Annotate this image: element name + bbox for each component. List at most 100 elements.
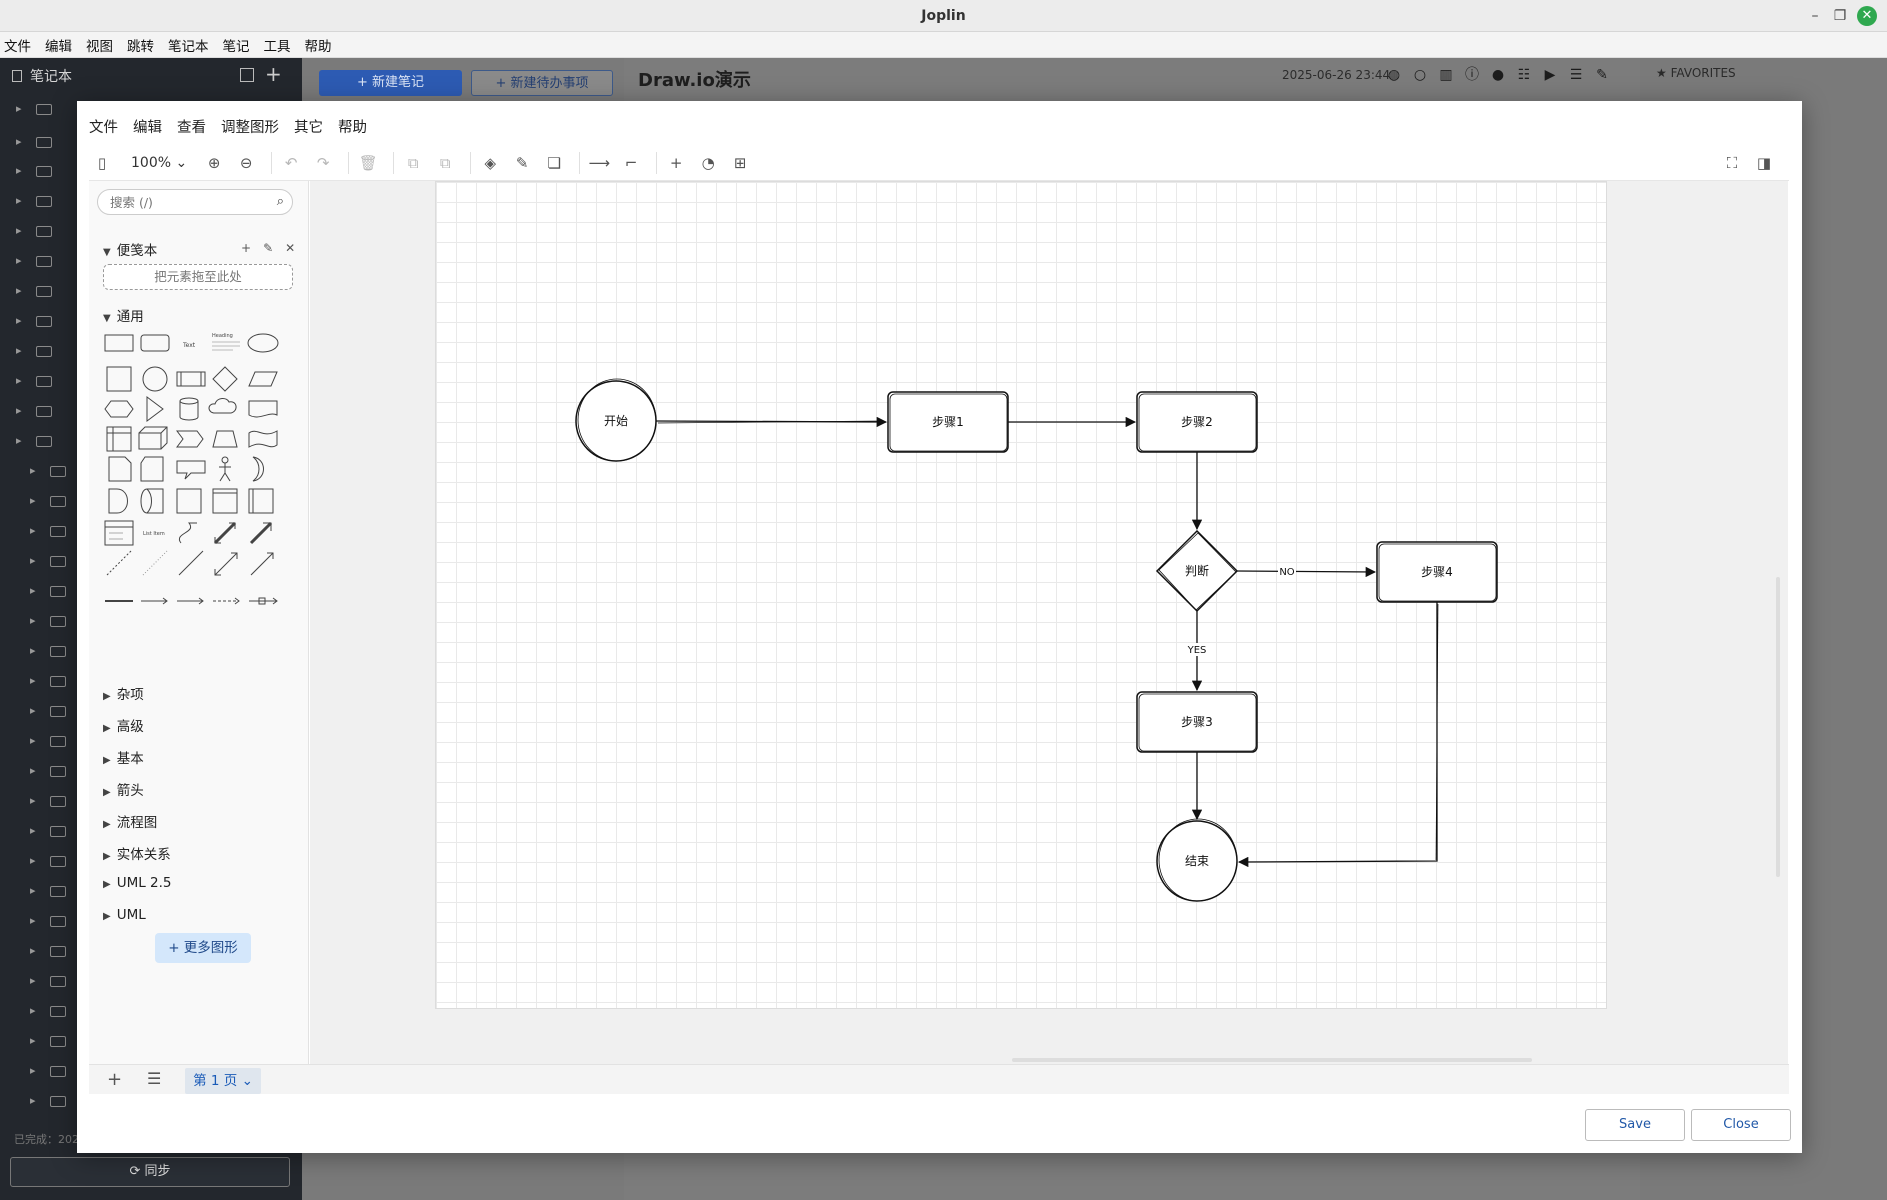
table-icon[interactable]: ⊞ xyxy=(733,153,747,172)
shape-card[interactable] xyxy=(140,456,164,482)
shape-bidirectional-connector[interactable] xyxy=(214,552,238,576)
expand-icon[interactable]: ▸ xyxy=(16,284,22,297)
scratchpad-drop-zone[interactable]: 把元素拖至此处 xyxy=(103,264,293,290)
sidebar-notebook-item[interactable]: ▸ xyxy=(0,222,76,242)
library-5[interactable]: ▶实体关系 xyxy=(103,843,171,863)
expand-icon[interactable]: ▸ xyxy=(16,194,22,207)
close-button[interactable]: Close xyxy=(1691,1109,1791,1141)
vertical-scrollbar[interactable] xyxy=(1776,577,1780,877)
sitemap-icon[interactable]: ☷ xyxy=(1517,67,1531,83)
sidebar-notebook-item[interactable]: ▸ xyxy=(0,1092,76,1112)
shape-tape[interactable] xyxy=(248,430,278,448)
maximize-icon[interactable]: ❐ xyxy=(1833,8,1847,24)
shape-list-item[interactable]: List Item xyxy=(143,531,165,537)
sidebar-notebook-item[interactable]: ▸ xyxy=(0,762,76,782)
sidebar-notebook-item[interactable]: ▸ xyxy=(0,582,76,602)
shape-note[interactable] xyxy=(108,456,132,482)
shape-connector-2[interactable] xyxy=(177,597,204,605)
menu-help[interactable]: 帮助 xyxy=(304,38,332,55)
expand-icon[interactable]: ▸ xyxy=(30,524,36,537)
fill-color-icon[interactable]: ◈ xyxy=(484,153,496,172)
shape-textbox[interactable]: Heading xyxy=(212,333,240,351)
shape-delay[interactable] xyxy=(108,488,128,514)
insert-icon[interactable]: + xyxy=(669,153,683,172)
shape-line[interactable] xyxy=(178,550,204,576)
shape-arrow[interactable] xyxy=(249,521,273,545)
shape-process[interactable] xyxy=(176,371,206,387)
shape-container[interactable] xyxy=(176,488,202,514)
library-4[interactable]: ▶流程图 xyxy=(103,811,157,831)
pin-icon[interactable]: ✎ xyxy=(1596,67,1608,83)
sidebar-notebook-item[interactable]: ▸ xyxy=(0,972,76,992)
edge-start-step1[interactable] xyxy=(655,416,888,428)
shape-dashed-line[interactable] xyxy=(106,550,132,576)
brain-icon[interactable]: ● xyxy=(1491,67,1505,83)
expand-icon[interactable]: ▸ xyxy=(16,102,22,115)
to-back-icon[interactable]: ⧉ xyxy=(439,153,451,172)
sidebar-notebook-item[interactable]: ▸ xyxy=(0,162,76,182)
expand-icon[interactable]: ▸ xyxy=(30,704,36,717)
sidebar-notebook-item[interactable]: ▸ xyxy=(0,912,76,932)
shape-actor[interactable] xyxy=(219,456,231,482)
sidebar-notebook-item[interactable]: ▸ xyxy=(0,732,76,752)
menu-file[interactable]: 文件 xyxy=(4,38,31,55)
collapse-all-icon[interactable] xyxy=(240,68,254,82)
expand-icon[interactable]: ▸ xyxy=(30,884,36,897)
library-0[interactable]: ▶杂项 xyxy=(103,683,144,703)
sidebar-notebook-item[interactable]: ▸ xyxy=(0,642,76,662)
shape-rectangle[interactable] xyxy=(104,334,134,352)
connection-icon[interactable]: ⟶ xyxy=(588,153,610,172)
expand-icon[interactable]: ▸ xyxy=(16,254,22,267)
expand-icon[interactable]: ▸ xyxy=(16,374,22,387)
redo-icon[interactable]: ↷ xyxy=(316,153,330,172)
line-color-icon[interactable]: ✎ xyxy=(515,153,529,172)
fullscreen-icon[interactable]: ⛶ xyxy=(1726,154,1738,172)
shape-cloud[interactable] xyxy=(208,398,237,414)
sidebar-notebook-item[interactable]: ▸ xyxy=(0,282,76,302)
expand-icon[interactable]: ▸ xyxy=(30,614,36,627)
library-1[interactable]: ▶高级 xyxy=(103,715,144,735)
sidebar-notebook-item[interactable]: ▸ xyxy=(0,612,76,632)
shape-swimlane[interactable] xyxy=(248,488,274,514)
shape-rounded-rectangle[interactable] xyxy=(140,334,170,352)
shape-hexagon[interactable] xyxy=(104,400,134,418)
sidebar-notebook-item[interactable]: ▸ xyxy=(0,372,76,392)
library-6[interactable]: ▶UML 2.5 xyxy=(103,875,172,891)
more-shapes-button[interactable]: + 更多图形 xyxy=(155,933,251,963)
shape-callout[interactable] xyxy=(176,460,206,480)
drawio-menu-file[interactable]: 文件 xyxy=(89,120,118,136)
shape-text[interactable]: Text xyxy=(182,342,196,349)
page-tab[interactable]: 第 1 页 ⌄ xyxy=(185,1068,261,1094)
menu-note[interactable]: 笔记 xyxy=(222,38,250,55)
shape-list[interactable] xyxy=(104,520,134,546)
note-title[interactable]: Draw.io演示 xyxy=(638,70,751,91)
search-icon[interactable]: ⌕ xyxy=(276,194,284,209)
scratchpad-header[interactable]: ▼便笺本 xyxy=(103,239,157,259)
sidebar-notebook-item[interactable]: ▸ xyxy=(0,133,76,153)
expand-icon[interactable]: ▸ xyxy=(16,135,22,148)
sync-button[interactable]: ⟳ 同步 xyxy=(10,1157,290,1187)
sidebar-notebook-item[interactable]: ▸ xyxy=(0,792,76,812)
sidebar-notebook-item[interactable]: ▸ xyxy=(0,702,76,722)
shape-connector-4[interactable] xyxy=(249,597,278,605)
globe-icon[interactable]: ◍ xyxy=(1387,67,1401,83)
shape-document[interactable] xyxy=(248,400,278,418)
shape-cube[interactable] xyxy=(138,426,168,450)
shape-directional-connector[interactable] xyxy=(250,552,274,576)
zoom-select[interactable]: 100% ⌄ xyxy=(131,154,188,171)
add-notebook-icon[interactable]: + xyxy=(265,62,282,86)
sidebar-notebook-item[interactable]: ▸ xyxy=(0,1062,76,1082)
menu-notebook[interactable]: 笔记本 xyxy=(168,38,209,55)
sidebar-notebook-item[interactable]: ▸ xyxy=(0,672,76,692)
toggle-format-icon[interactable]: ◨ xyxy=(1756,154,1772,172)
sidebar-notebook-item[interactable]: ▸ xyxy=(0,942,76,962)
diagram-canvas[interactable]: 开始 步骤1 步骤2 判断 步骤4 步骤3 结束 NO YES xyxy=(310,181,1788,1064)
add-icon[interactable]: + xyxy=(241,241,252,255)
shape-search-input[interactable] xyxy=(110,190,270,214)
shape-or[interactable] xyxy=(252,456,264,482)
shape-triangle[interactable] xyxy=(146,396,164,422)
sidebar-notebook-item[interactable]: ▸ xyxy=(0,432,76,452)
menu-go[interactable]: 跳转 xyxy=(127,38,154,55)
expand-icon[interactable]: ▸ xyxy=(16,224,22,237)
expand-icon[interactable]: ▸ xyxy=(30,584,36,597)
